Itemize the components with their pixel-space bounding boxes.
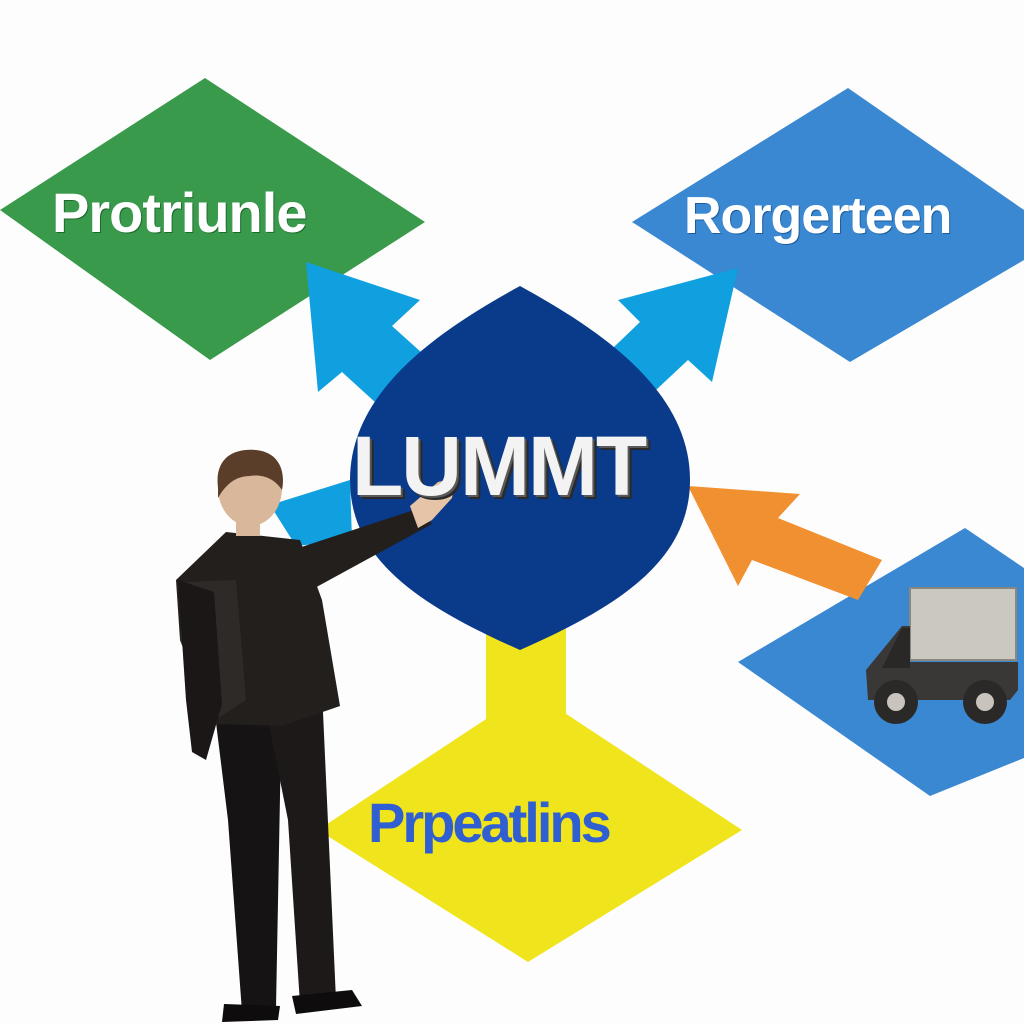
node-label-center: LUMMT: [352, 419, 647, 513]
arrow-from-bottom-right: [688, 486, 882, 600]
node-label-bottom: Prpeatlins: [368, 791, 612, 854]
truck-icon: [866, 587, 1018, 724]
person-pointing-icon: [176, 449, 456, 1022]
diamond-top-right: [632, 88, 1024, 362]
arrow-stub-left: [270, 480, 352, 546]
node-label-top-right: Rorgerteen: [684, 187, 952, 245]
node-label-top-left: Protriunle: [52, 181, 307, 244]
diamond-bottom: [318, 690, 742, 962]
center-node: [350, 286, 690, 650]
